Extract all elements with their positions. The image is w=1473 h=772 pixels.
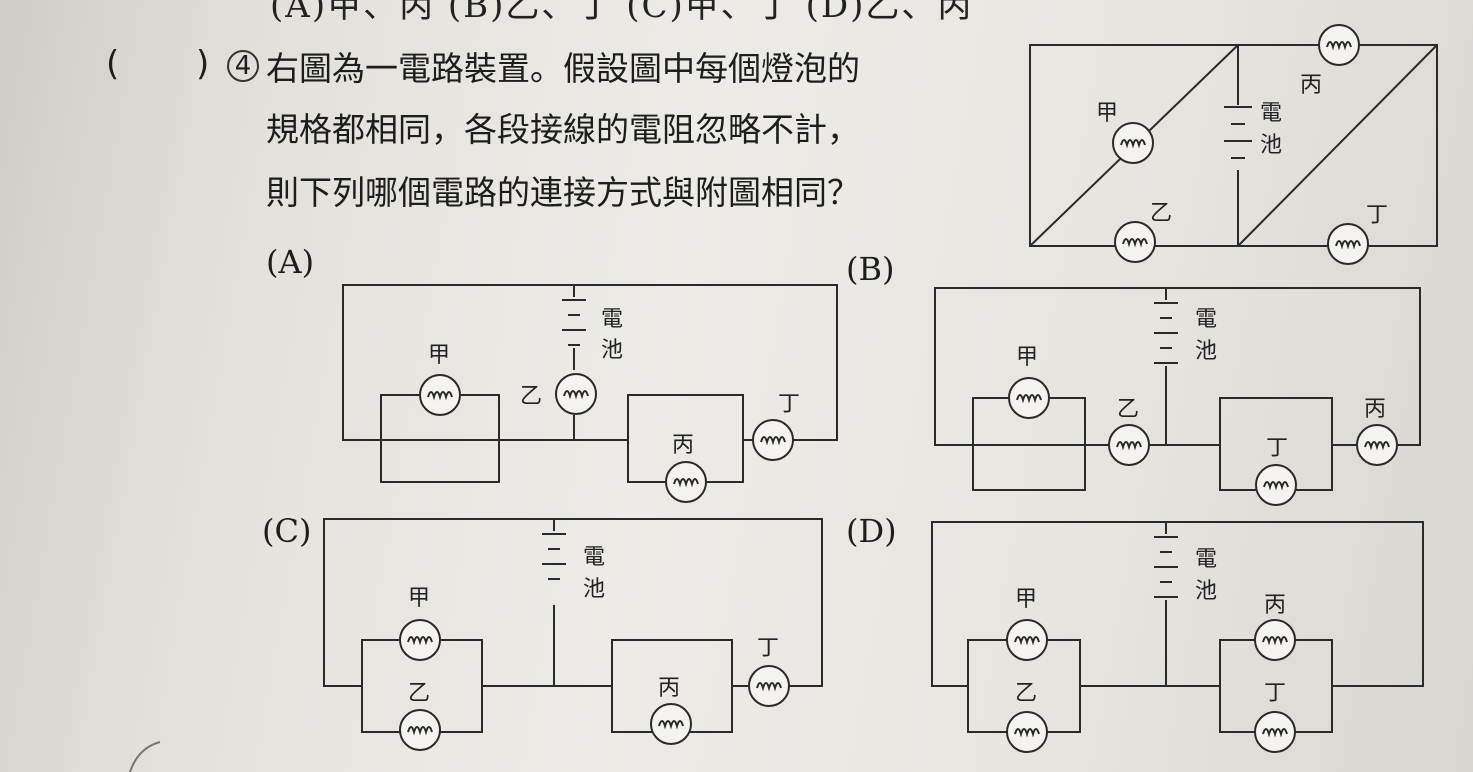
ref-label-bing: 丙 [1300,73,1322,98]
ref-label-yi: 乙 [1150,201,1172,226]
a-label-bing: 丙 [672,433,694,458]
ref-battery-char-2: 池 [1260,133,1282,158]
previous-options-cut: (A)甲、丙 (B)乙、丁 (C)甲、丁 (D)乙、丙 [270,0,974,26]
d-battery-char-1: 電 [1195,547,1217,572]
reference-circuit: 電 池 甲 乙 丙 丁 [1029,24,1438,265]
d-bulb-ding-icon [1254,711,1296,753]
a-bulb-jia-icon [419,374,461,416]
c-label-jia: 甲 [408,586,430,611]
option-d-label: (D) [846,512,897,550]
circuit-option-d: 電 池 甲 乙 丙 丁 [931,521,1424,753]
option-a-label: (A) [266,243,315,281]
a-battery-char-1: 電 [601,307,623,332]
b-bulb-jia-icon [1008,377,1050,419]
b-label-jia: 甲 [1016,345,1038,370]
c-battery-char-2: 池 [583,577,605,602]
circuit-option-c: 電 池 甲 乙 丙 丁 [323,518,823,751]
circuit-option-a: 電 池 甲 乙 丙 丁 [342,284,838,503]
b-battery-char-1: 電 [1195,307,1217,332]
b-label-bing: 丙 [1364,397,1386,422]
circuit-option-b: 電 池 甲 乙 丁 丙 [934,287,1421,506]
b-label-ding: 丁 [1266,436,1288,461]
b-bulb-ding-icon [1255,464,1297,506]
ref-bulb-jia-icon [1112,122,1154,164]
a-label-ding: 丁 [778,392,800,417]
answer-paren-close: ) [196,44,210,84]
ref-battery-char-1: 電 [1260,101,1282,126]
c-bulb-yi-icon [399,709,441,751]
option-c-label: (C) [262,512,312,550]
d-battery-char-2: 池 [1195,579,1217,604]
c-bulb-jia-icon [399,619,441,661]
question-line-3: 則下列哪個電路的連接方式與附圖相同？ [266,173,860,212]
b-bulb-yi-icon [1108,424,1150,466]
a-label-jia: 甲 [428,343,450,368]
question-line-2: 規格都相同，各段接線的電阻忽略不計， [266,110,860,149]
d-label-bing: 丙 [1264,593,1286,618]
c-label-bing: 丙 [658,676,680,701]
a-bulb-bing-icon [665,461,707,503]
c-battery-char-1: 電 [583,545,605,570]
question-line-1: 右圖為一電路裝置。假設圖中每個燈泡的 [266,49,860,88]
c-label-ding: 丁 [757,636,779,661]
ref-bulb-bing-icon [1318,24,1360,66]
question-number: 4 [227,50,259,82]
a-bulb-yi-icon [555,373,597,415]
a-bulb-ding-icon [752,419,794,461]
d-bulb-bing-icon [1254,619,1296,661]
ref-label-jia: 甲 [1096,101,1118,126]
d-bulb-jia-icon [1006,619,1048,661]
d-label-yi: 乙 [1015,681,1037,706]
answer-paren-open: ( [106,44,120,84]
d-label-ding: 丁 [1264,681,1286,706]
d-label-jia: 甲 [1015,587,1037,612]
ref-label-ding: 丁 [1366,203,1388,228]
ref-bulb-yi-icon [1114,221,1156,263]
b-battery-char-2: 池 [1195,339,1217,364]
pencil-mark [129,741,161,772]
c-bulb-ding-icon [748,665,790,707]
c-bulb-bing-icon [650,703,692,745]
b-bulb-bing-icon [1356,424,1398,466]
b-label-yi: 乙 [1117,397,1139,422]
c-label-yi: 乙 [408,681,430,706]
a-battery-char-2: 池 [601,338,623,363]
a-label-yi: 乙 [520,384,542,409]
d-bulb-yi-icon [1006,711,1048,753]
ref-bulb-ding-icon [1327,223,1369,265]
option-b-label: (B) [846,250,895,288]
